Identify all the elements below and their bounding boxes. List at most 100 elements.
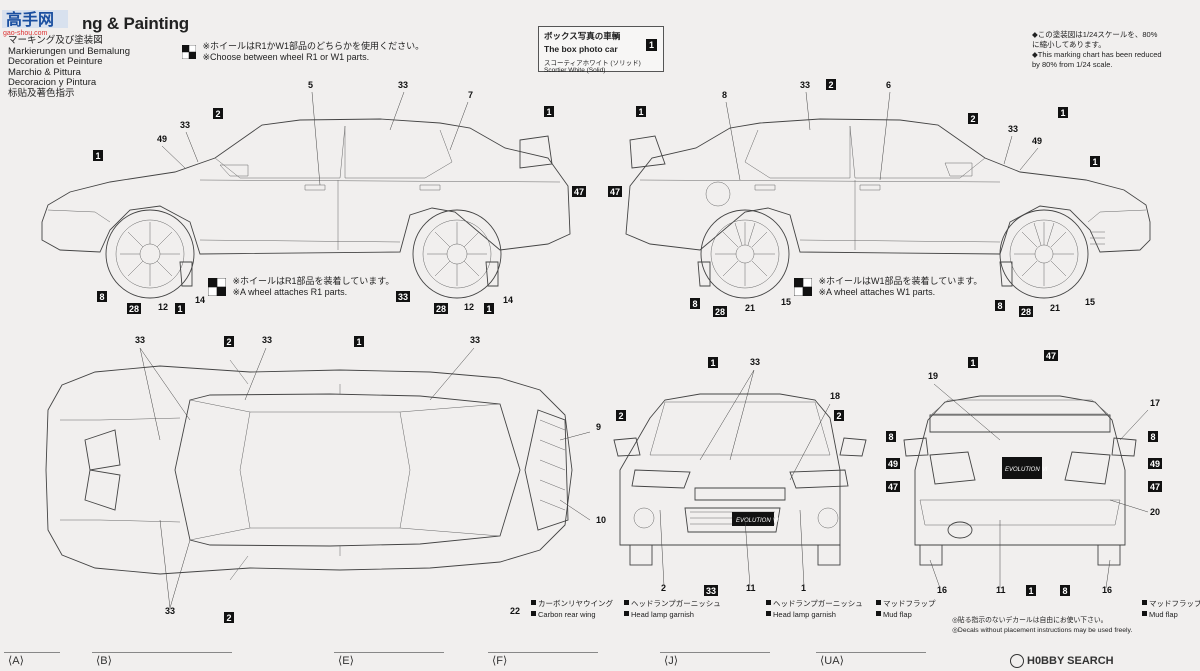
- side-view-right: [625, 118, 1151, 299]
- color-number-box: [175, 303, 185, 314]
- color-number-label: 28: [129, 304, 139, 314]
- part-number-label: 49: [1032, 136, 1042, 146]
- lang-cn: 标贴及著色指示: [8, 87, 75, 99]
- color-number-label: 1: [1028, 586, 1033, 596]
- color-number-label: 8: [99, 292, 104, 302]
- color-number-box: [224, 336, 234, 347]
- color-number-label: 2: [970, 114, 975, 124]
- tab-ua[interactable]: ⟨UA⟩: [820, 655, 844, 667]
- lang-it: Marchio & Pittura: [8, 66, 81, 78]
- part-number-label: 11: [746, 583, 756, 593]
- leader-line: [159, 519, 171, 609]
- tab-j-label: J: [668, 655, 674, 667]
- color-number-box: [886, 458, 900, 469]
- tab-j[interactable]: ⟨J⟩: [664, 655, 679, 667]
- decal-note-en: ◎Decals without placement instructions m…: [952, 627, 1133, 634]
- color-number-label: 33: [706, 586, 716, 596]
- color-number-label: 1: [177, 304, 182, 314]
- part-number-label: 19: [928, 371, 938, 381]
- part-number-label: 11: [996, 585, 1006, 595]
- color-number-label: 33: [398, 292, 408, 302]
- legend-carbon-wing: カーボンリヤウイング Carbon rear wing: [538, 598, 613, 620]
- legend-headlamp-right: ヘッドランプガーニッシュ Head lamp garnish: [773, 598, 863, 620]
- part-number-label: 21: [745, 303, 755, 313]
- color-number-box: [995, 300, 1005, 311]
- color-number-label: 49: [888, 459, 898, 469]
- color-number-label: 1: [546, 107, 551, 117]
- rear-view: [903, 395, 1137, 566]
- color-number-box: [1148, 481, 1162, 492]
- tab-f-label: F: [496, 655, 504, 667]
- color-number-label: 2: [836, 411, 841, 421]
- leader-line: [699, 369, 755, 461]
- tab-b[interactable]: ⟨B⟩: [96, 655, 112, 667]
- leader-line: [933, 383, 1001, 441]
- badge-text-front: EVOLUTION Ⅵ: [736, 517, 779, 524]
- color-number-box: [1019, 306, 1033, 317]
- color-number-box: [97, 291, 107, 302]
- color-number-box: [213, 108, 223, 119]
- color-number-label: 47: [610, 187, 620, 197]
- color-number-box: [886, 431, 896, 442]
- tab-a[interactable]: ⟨A⟩: [8, 655, 24, 667]
- color-number-box: [713, 306, 727, 317]
- color-number-box: [886, 481, 900, 492]
- legend-mudflap-left-jp: マッドフラップ: [883, 599, 936, 608]
- leader-line: [429, 347, 475, 401]
- tab-f[interactable]: ⟨F⟩: [492, 655, 508, 667]
- legend-headlamp-left-en: Head lamp garnish: [631, 610, 694, 619]
- wheel-choice-jp: ※ホイールはR1かW1部品のどちらかを使用ください。: [202, 41, 425, 51]
- color-number-box: [826, 79, 836, 90]
- checker-icon: [794, 278, 812, 296]
- tab-e[interactable]: ⟨E⟩: [338, 655, 354, 667]
- color-number-label: 8: [1062, 586, 1067, 596]
- color-number-label: 2: [226, 613, 231, 623]
- color-number-label: 1: [710, 358, 715, 368]
- leader-line: [139, 347, 161, 441]
- lang-jp: マーキング及び塗装図: [8, 35, 103, 46]
- watermark-url: gao-shou.com: [3, 30, 48, 37]
- legend-carbon-wing-jp: カーボンリヤウイング: [538, 599, 613, 608]
- color-number-box: [434, 303, 448, 314]
- tab-frame-e: [334, 652, 444, 671]
- color-number-label: 49: [1150, 459, 1160, 469]
- color-number-box: [636, 106, 646, 117]
- part-number-label: 14: [195, 295, 205, 305]
- top-view: [45, 359, 573, 581]
- ring-icon: [1010, 654, 1024, 668]
- color-number-label: 47: [888, 482, 898, 492]
- part-number-label: 49: [157, 134, 167, 144]
- color-number-box: [708, 357, 718, 368]
- scale-en2: by 80% from 1/24 scale.: [1032, 60, 1113, 69]
- part-number-label: 18: [830, 391, 840, 401]
- scale-note: ◆この塗装図は1/24スケールを、80% に縮小してあります。 ◆This ma…: [1032, 30, 1197, 70]
- leader-line: [559, 499, 591, 521]
- box-color-jp: スコーティアホワイト (ソリッド): [544, 60, 641, 67]
- leader-line: [244, 347, 267, 401]
- legend-mudflap-right: マッドフラップ Mud flap: [1149, 598, 1200, 620]
- legend-carbon-wing-en: Carbon rear wing: [538, 610, 596, 619]
- leader-line: [659, 509, 665, 587]
- leader-line: [725, 101, 741, 181]
- left-wheel-note: ※ホイールはR1部品を装着しています。 ※A wheel attaches R1…: [208, 276, 394, 298]
- box-color-number: 1: [646, 39, 657, 51]
- side-view-left: [41, 118, 571, 299]
- scale-jp2: に縮小してあります。: [1032, 40, 1106, 49]
- color-number-box: [1044, 350, 1058, 361]
- tab-frame-j: [660, 652, 770, 671]
- color-number-box: [608, 186, 622, 197]
- part-number-label: 6: [886, 80, 891, 90]
- color-number-label: 2: [828, 80, 833, 90]
- color-number-label: 47: [1150, 482, 1160, 492]
- part-number-label: 33: [398, 80, 408, 90]
- color-number-box: [1058, 107, 1068, 118]
- part-number-label: 33: [750, 357, 760, 367]
- scale-en1: ◆This marking chart has been reduced: [1032, 50, 1162, 59]
- part-number-label: 15: [781, 297, 791, 307]
- right-wheel-note: ※ホイールはW1部品を装着しています。 ※A wheel attaches W1…: [794, 276, 982, 298]
- leader-line: [744, 519, 751, 587]
- part-number-label: 16: [937, 585, 947, 595]
- legend-headlamp-right-en: Head lamp garnish: [773, 610, 836, 619]
- badge-text-rear: EVOLUTION Ⅵ: [1005, 466, 1048, 473]
